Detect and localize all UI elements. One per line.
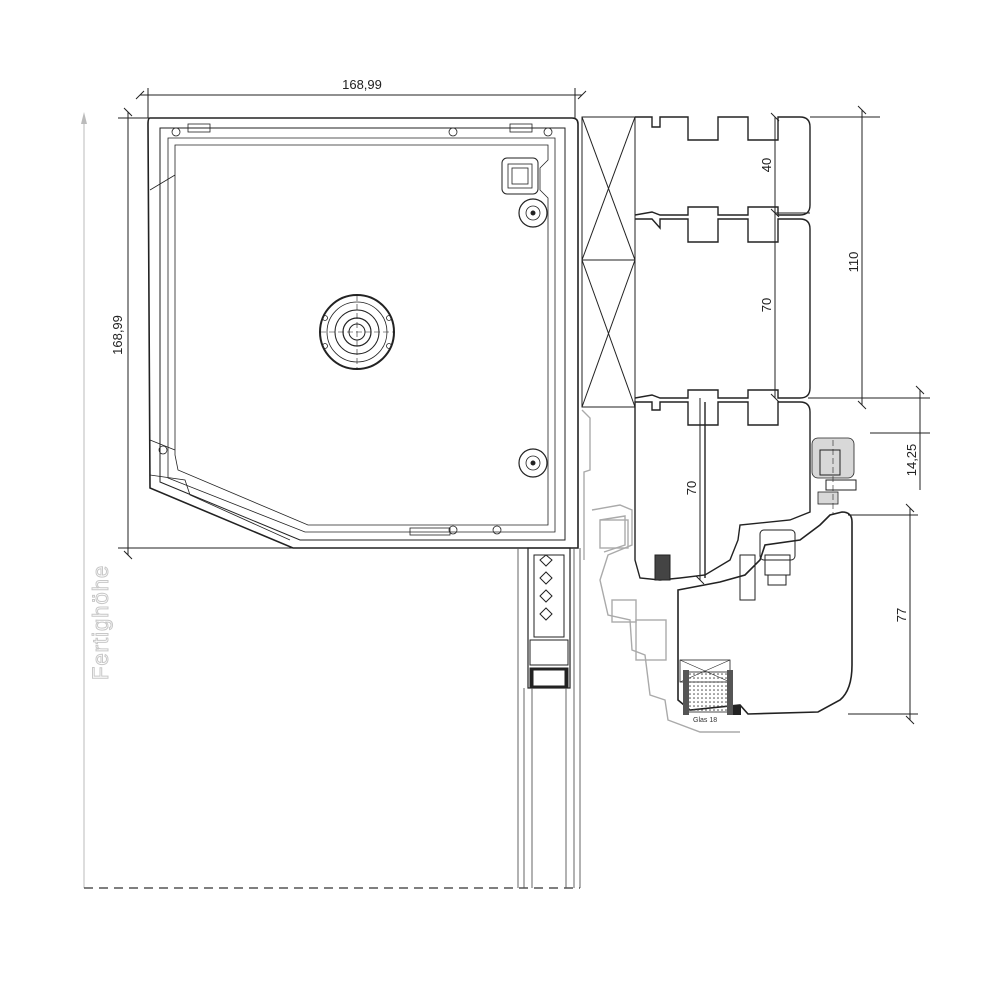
dimension-right-offset: 14,25 (904, 444, 919, 477)
glass-tag: Glas 18 (693, 717, 717, 724)
wall-board-lower (634, 401, 811, 581)
fitting-upper (811, 437, 857, 515)
window-frame-profile-ghost (581, 409, 740, 733)
wall-board-middle (634, 218, 811, 399)
wall-lines (517, 548, 581, 888)
shutter-box (147, 117, 579, 549)
dimension-board-lower: 70 (684, 481, 699, 495)
dimension-left-height-label: 168,99 (110, 315, 125, 355)
dimension-right-total: 110 (846, 252, 861, 273)
dimension-board-middle: 70 (759, 298, 774, 312)
dimension-top-width (135, 88, 587, 118)
insulation-block (581, 116, 636, 408)
guide-roller-bottom (518, 448, 548, 478)
guide-rail (527, 547, 571, 689)
glazing-unit (683, 670, 741, 715)
finished-height-label: Fertighöhe (88, 565, 113, 680)
finished-height-reference (81, 112, 580, 889)
dimension-left-height (118, 107, 575, 560)
dimension-sash-height: 77 (894, 608, 909, 622)
guide-roller-top (518, 198, 548, 228)
dimension-top-width-label: 168,99 (342, 77, 382, 92)
fitting-lower (654, 529, 796, 601)
dimension-right-boards (695, 105, 930, 725)
winding-axle (319, 294, 395, 370)
wall-board-upper (634, 116, 811, 216)
dimension-board-upper: 40 (759, 158, 774, 172)
